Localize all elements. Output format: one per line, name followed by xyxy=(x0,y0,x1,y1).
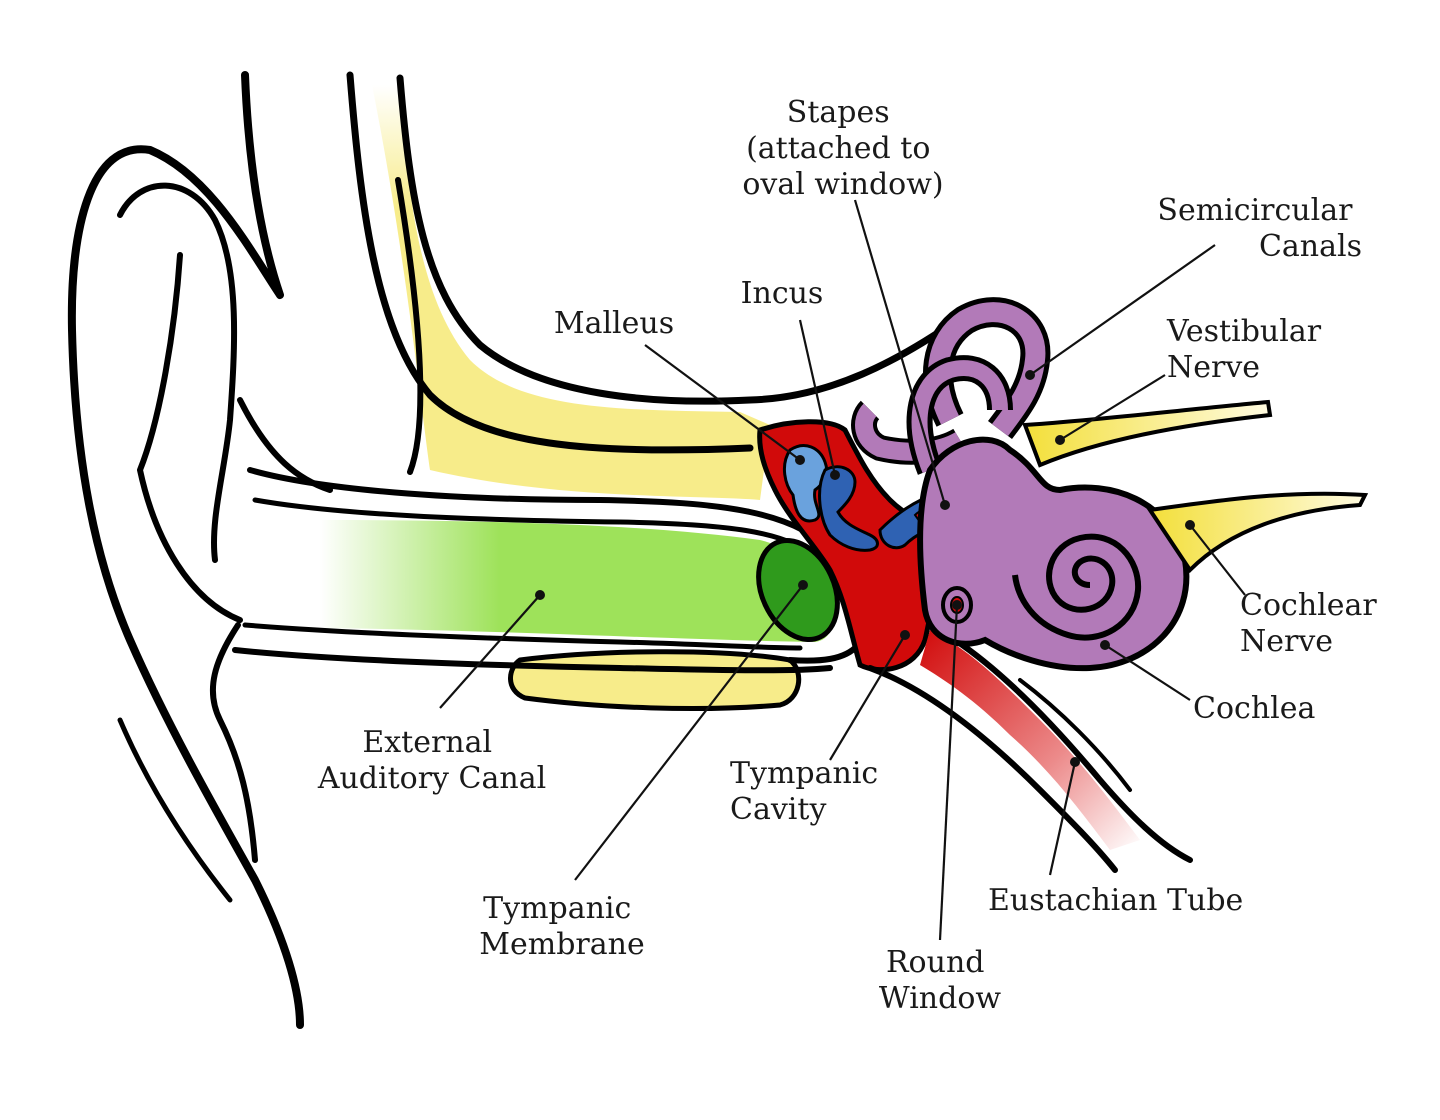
label-stapes: Stapes (attached to oval window) xyxy=(742,95,943,202)
inner-ear xyxy=(851,297,1190,672)
cochlear-nerve xyxy=(1146,491,1369,574)
label-round-window: Round Window xyxy=(879,945,1001,1016)
incus xyxy=(818,465,879,552)
label-external-auditory-canal: External Auditory Canal xyxy=(317,725,546,796)
leader-lines xyxy=(439,199,1246,941)
label-eustachian-tube: Eustachian Tube xyxy=(988,883,1243,918)
temporal-bone-lower xyxy=(508,649,802,712)
auricle xyxy=(67,71,333,1029)
vestibular-nerve xyxy=(1022,399,1273,468)
external-auditory-canal xyxy=(320,520,834,642)
malleus xyxy=(782,444,829,523)
label-cochlear-nerve: Cochlear Nerve xyxy=(1240,588,1386,659)
label-malleus: Malleus xyxy=(554,306,674,341)
label-semicircular-canals: Semicircular Canals xyxy=(1157,193,1362,264)
label-tympanic-cavity: Tympanic Cavity xyxy=(730,756,888,827)
temporal-bone-upper xyxy=(372,85,770,500)
label-tympanic-membrane: Tympanic Membrane xyxy=(479,891,644,962)
eustachian-tube xyxy=(920,630,1140,850)
label-cochlea: Cochlea xyxy=(1193,691,1315,726)
label-incus: Incus xyxy=(741,276,824,311)
label-vestibular-nerve: Vestibular Nerve xyxy=(1166,314,1331,385)
